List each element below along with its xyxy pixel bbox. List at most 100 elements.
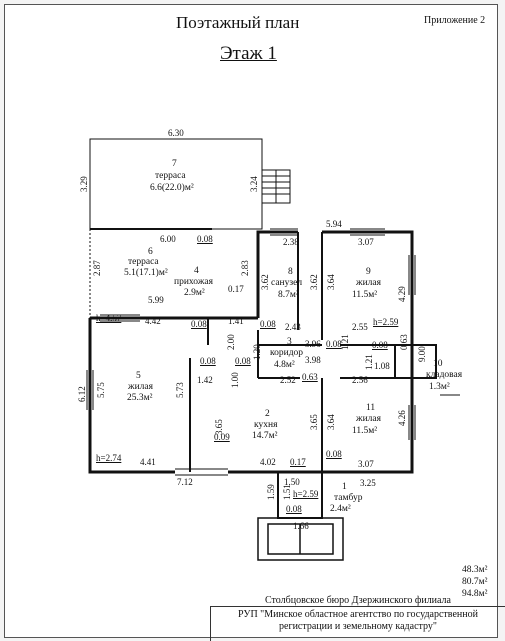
dim-label: 3.65	[309, 414, 319, 430]
room-10-name: кладовая	[426, 370, 463, 380]
dim-label: 4.29	[397, 286, 407, 302]
dim-label: h=2.74	[96, 453, 122, 463]
terrace-stairs	[261, 169, 291, 204]
room-6-area: 5.1(17.1)м²	[124, 268, 168, 278]
room-11-name: жилая	[356, 414, 381, 424]
room-7-area: 6.6(22.0)м²	[150, 183, 194, 193]
total-area-general: 80.7м²	[462, 577, 488, 587]
dim-label: 1.21	[340, 334, 350, 350]
dim-label: 3.24	[249, 176, 259, 192]
room-2-name: кухня	[254, 420, 278, 430]
dim-label: 3.96	[305, 339, 321, 349]
room-5-area: 25.3м²	[127, 393, 153, 403]
windows	[86, 228, 416, 476]
room-5-number: 5	[136, 371, 141, 381]
dim-label: 5.75	[96, 382, 106, 398]
total-area-living: 48.3м²	[462, 565, 488, 575]
interior-walls	[189, 232, 412, 472]
dim-label: 1.51	[282, 484, 292, 500]
room-10-area: 1.3м²	[429, 382, 450, 392]
dim-label: 3.07	[358, 237, 374, 247]
dim-label: 4.41	[140, 457, 156, 467]
room-1-area: 2.4м²	[330, 504, 351, 514]
dim-label: 0.17	[290, 457, 306, 467]
room-4-name: прихожая	[174, 277, 213, 287]
dim-label: 3.25	[360, 478, 376, 488]
room-1-number: 1	[342, 482, 347, 492]
dim-label: 2.56	[352, 375, 368, 385]
dim-label: 0.17	[228, 284, 244, 294]
room-4-number: 4	[194, 266, 199, 276]
page-title: Поэтажный план	[176, 13, 300, 32]
dim-label: 3.29	[79, 176, 89, 192]
dim-label: 7.12	[177, 477, 193, 487]
room-11-area: 11.5м²	[352, 426, 378, 436]
dim-label: 3.98	[305, 355, 321, 365]
dim-label: 3.64	[326, 274, 336, 290]
room-9-name: жилая	[356, 278, 381, 288]
room-3-area: 4.8м²	[274, 360, 295, 370]
total-area-full: 94.8м²	[462, 589, 488, 599]
dim-label: 6.00	[160, 234, 176, 244]
dim-label: 2.43	[285, 322, 301, 332]
stamp-line-2: РУП "Минское областное агентство по госу…	[238, 609, 478, 620]
porch-steps	[257, 517, 344, 561]
room-5-name: жилая	[128, 382, 153, 392]
dim-label: 2.52	[280, 375, 296, 385]
dim-label: h=4.57	[96, 313, 122, 323]
room-9-area: 11.5м²	[352, 290, 378, 300]
dim-label: 1.59	[266, 484, 276, 500]
room-10-number: 10	[433, 359, 443, 369]
dim-label: 1.20	[252, 344, 262, 360]
floor-title: Этаж 1	[220, 43, 277, 64]
dim-label: h=2.59	[373, 317, 399, 327]
dim-label: 1.21	[364, 354, 374, 370]
dim-label: 0.08	[286, 504, 302, 514]
dim-label: 1.00	[230, 372, 240, 388]
dim-label: 1.50	[284, 477, 300, 487]
dim-label: 3.64	[326, 414, 336, 430]
room-3-number: 3	[287, 337, 292, 347]
stamp-line-1: Столбцовское бюро Дзержинского филиала	[265, 595, 451, 606]
dim-label: 2.38	[283, 237, 299, 247]
dim-label: 5.99	[148, 295, 164, 305]
dim-label: 0.08	[200, 356, 216, 366]
document-sheet	[4, 4, 498, 638]
room-8-area: 8.7м²	[278, 290, 299, 300]
dim-label: 0.08	[191, 319, 207, 329]
dim-label: 5.94	[326, 219, 342, 229]
dim-label: 6.12	[77, 386, 87, 402]
dim-label: 2.87	[92, 260, 102, 276]
dim-label: 2.55	[352, 322, 368, 332]
stamp-line-3: регистрации и земельному кадастру"	[279, 621, 437, 632]
dim-label: 1.66	[293, 521, 309, 531]
appendix-label: Приложение 2	[424, 15, 486, 26]
dim-label: 0.08	[235, 356, 251, 366]
organization-stamp: Столбцовское бюро Дзержинского филиала Р…	[210, 595, 505, 641]
storeroom-10-outline	[411, 344, 437, 379]
dim-label: 0.63	[399, 334, 409, 350]
dim-label: 0.08	[260, 319, 276, 329]
room-8-number: 8	[288, 267, 293, 277]
room-7-name: терраса	[155, 171, 186, 181]
room-2-number: 2	[265, 409, 270, 419]
dim-label: 3.07	[358, 459, 374, 469]
dim-label: 0.09	[214, 432, 230, 442]
room-6-name: терраса	[128, 257, 159, 267]
dim-label: 2.00	[226, 334, 236, 350]
dim-label: 1.08	[374, 361, 390, 371]
dim-label: 3.62	[260, 274, 270, 290]
dim-label: 4.02	[260, 457, 276, 467]
room-7-number: 7	[172, 159, 177, 169]
room-2-area: 14.7м²	[252, 431, 278, 441]
dim-label: 0.08	[372, 340, 388, 350]
dim-label: 0.08	[326, 339, 342, 349]
dim-label: 3.62	[309, 274, 319, 290]
dim-label: 0.63	[302, 372, 318, 382]
dim-label: 1.42	[197, 375, 213, 385]
dim-label: 0.08	[326, 449, 342, 459]
dim-label: 4.26	[397, 410, 407, 426]
room-9-number: 9	[366, 267, 371, 277]
room-6-number: 6	[148, 247, 153, 257]
